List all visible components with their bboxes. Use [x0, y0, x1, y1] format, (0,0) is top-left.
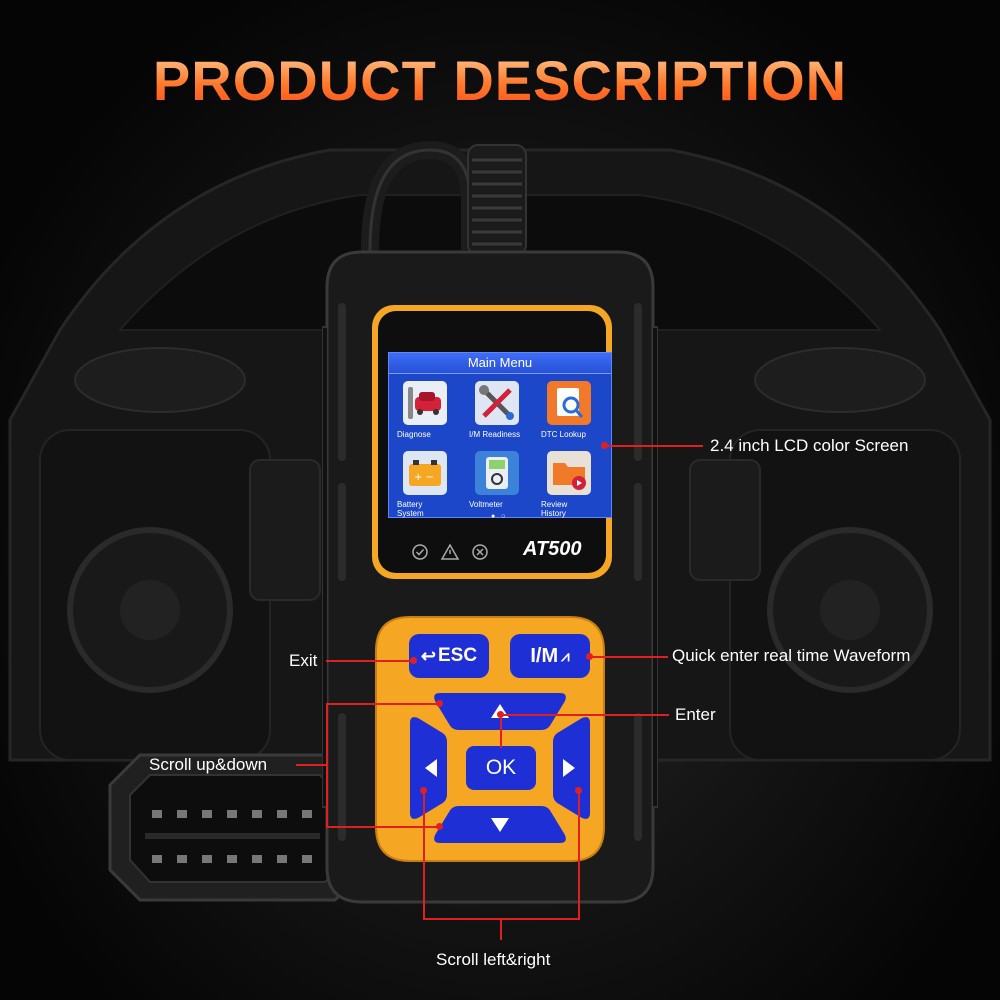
callout-enter-label: Enter	[675, 705, 716, 724]
model-name: AT500	[523, 538, 582, 560]
callout-line	[501, 714, 669, 716]
callout-dot	[601, 442, 608, 449]
menu-tile-battery-system[interactable]: + − Battery System	[397, 451, 457, 518]
tile-label: Diagnose	[397, 430, 431, 439]
car-wrench-icon	[403, 381, 447, 425]
document-search-icon	[547, 381, 591, 425]
callout-line	[590, 656, 668, 658]
right-arrow-icon	[563, 759, 575, 777]
warning-triangle-icon	[440, 543, 460, 560]
callout-line	[326, 826, 438, 828]
callout-dot	[575, 787, 582, 794]
battery-icon: + −	[403, 451, 447, 495]
callout-scroll-updown-label: Scroll up&down	[149, 755, 268, 774]
status-icon-row	[412, 543, 488, 560]
lcd-screen: Main Menu Diagnose I/M Readiness DTC Loo…	[388, 352, 612, 520]
menu-tile-dtc-lookup[interactable]: DTC Lookup	[541, 381, 601, 439]
callout-dot	[410, 657, 417, 664]
screen-menu-title: Main Menu	[389, 353, 611, 374]
page-title: PRODUCT DESCRIPTION	[0, 48, 1000, 113]
waveform-icon: ⩘	[561, 647, 570, 665]
callout-line	[296, 764, 326, 766]
cross-circle-icon	[472, 544, 488, 560]
callout-scroll-leftright-label: Scroll left&right	[436, 950, 551, 969]
callout-line	[578, 790, 580, 920]
svg-text:+ −: + −	[414, 472, 434, 483]
callout-dot	[436, 823, 443, 830]
page-indicator: ● ○	[491, 513, 508, 520]
tile-label: Voltmeter	[469, 500, 503, 509]
callout-line	[326, 703, 438, 705]
down-arrow-icon	[491, 818, 509, 832]
obd2-connector	[108, 753, 367, 902]
tile-label: I/M Readiness	[469, 430, 521, 439]
callout-line	[605, 445, 703, 447]
callout-dot	[436, 700, 443, 707]
menu-tile-diagnose[interactable]: Diagnose	[397, 381, 457, 439]
menu-tile-im-readiness[interactable]: I/M Readiness	[469, 381, 529, 439]
tools-icon	[475, 381, 519, 425]
callout-waveform-label: Quick enter real time Waveform	[672, 646, 911, 665]
esc-button[interactable]: ↩ ESC	[409, 634, 489, 678]
menu-tile-voltmeter[interactable]: Voltmeter	[469, 451, 529, 509]
menu-tile-review-history[interactable]: Review History	[541, 451, 601, 518]
check-circle-icon	[412, 544, 428, 560]
callout-line	[500, 918, 502, 940]
tile-label: DTC Lookup	[541, 430, 586, 439]
folder-play-icon	[547, 451, 591, 495]
callout-exit-label: Exit	[289, 651, 318, 670]
callout-line	[500, 714, 502, 748]
tile-label: Battery System	[397, 500, 424, 518]
ok-button-label: OK	[485, 756, 517, 779]
ok-button[interactable]: OK	[466, 746, 536, 790]
im-waveform-button[interactable]: I/M ⩘	[510, 634, 590, 678]
left-arrow-icon	[425, 759, 437, 777]
callout-screen-label: 2.4 inch LCD color Screen	[710, 436, 909, 455]
callout-dot	[586, 653, 593, 660]
callout-line	[326, 703, 328, 828]
callout-dot	[420, 787, 427, 794]
voltmeter-icon	[475, 451, 519, 495]
callout-line	[326, 660, 414, 662]
dpad	[410, 693, 590, 843]
callout-line	[423, 790, 425, 920]
esc-button-label: ESC	[438, 645, 478, 666]
im-button-label: I/M	[530, 644, 559, 667]
tile-label: Review History	[541, 500, 568, 518]
return-arrow-icon: ↩	[420, 645, 436, 666]
